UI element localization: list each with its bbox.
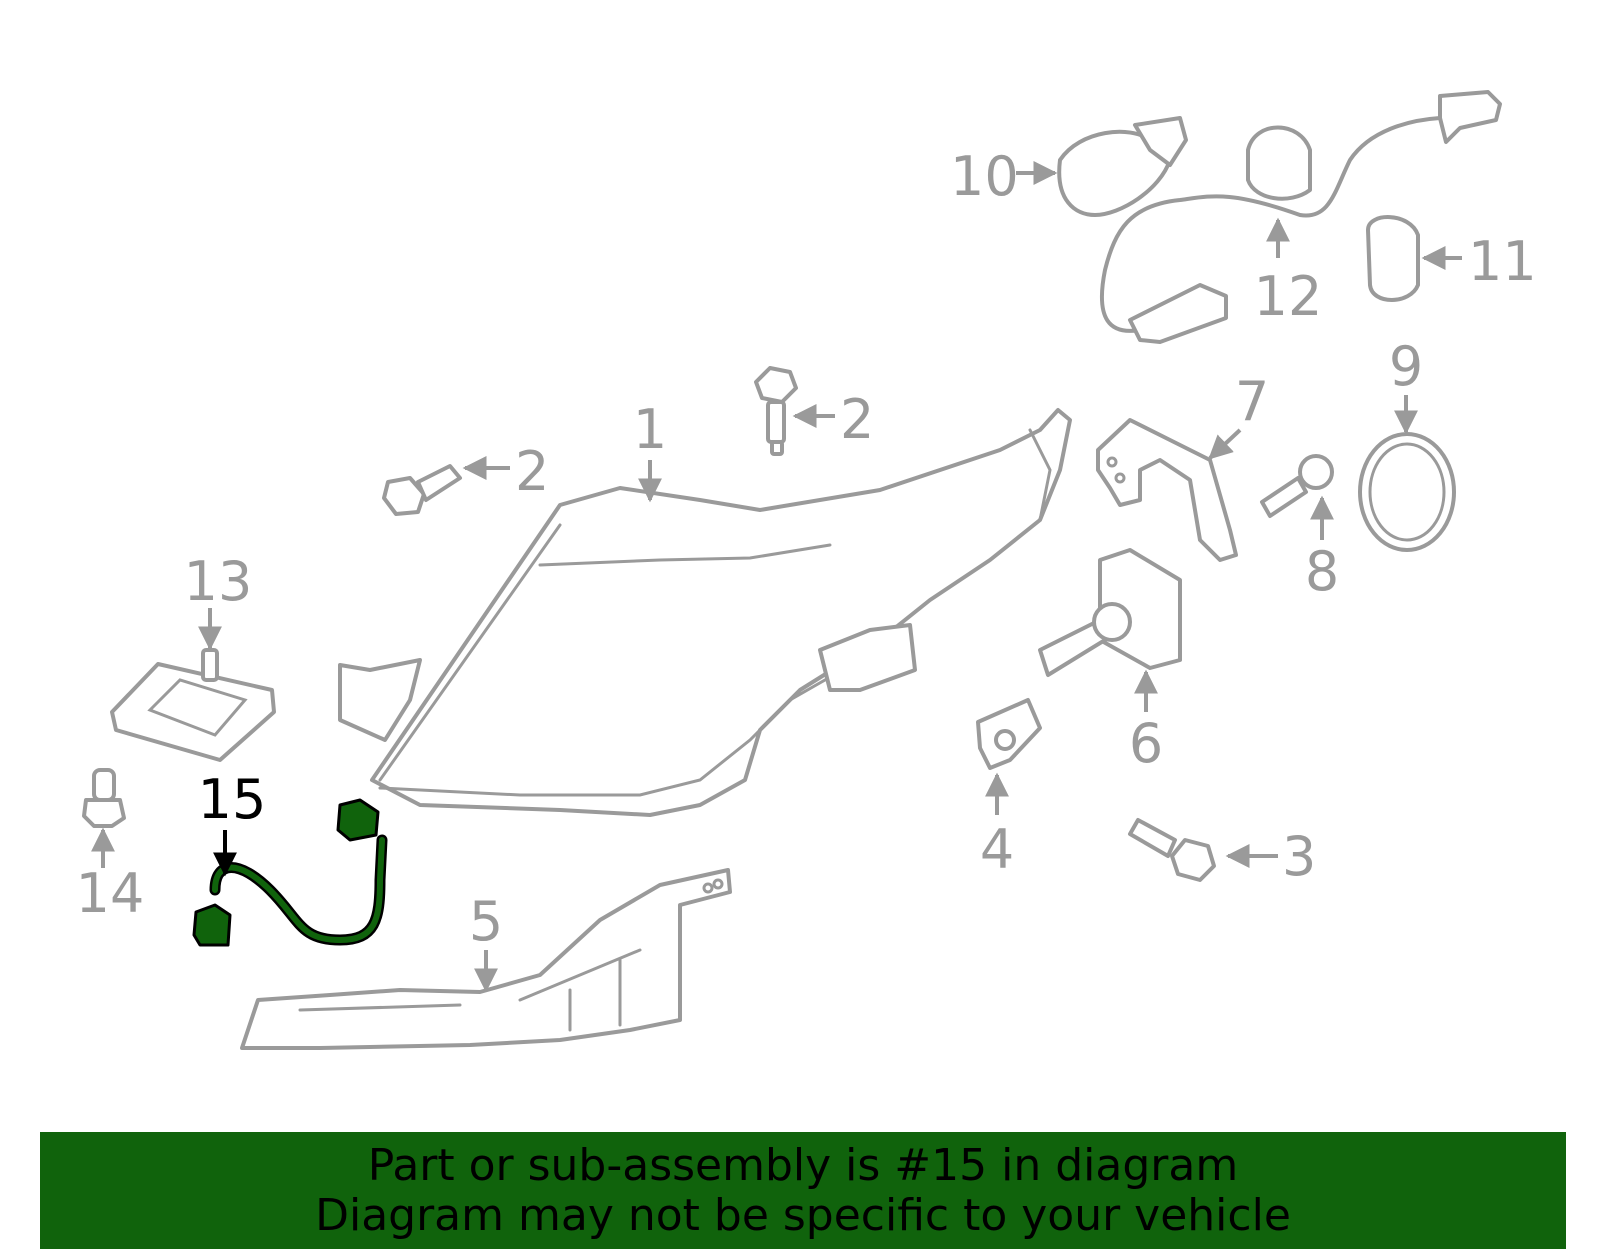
callout-12: 12 bbox=[1254, 217, 1323, 328]
callout-5-label: 5 bbox=[469, 890, 503, 953]
parts-diagram: 1 2 2 3 4 5 bbox=[76, 90, 1537, 1050]
part-9-seal-ring[interactable] bbox=[1358, 432, 1456, 552]
callout-6-label: 6 bbox=[1129, 712, 1163, 775]
callout-2a: 2 bbox=[792, 388, 874, 451]
part-5-mounting-bracket[interactable] bbox=[240, 868, 732, 1050]
callout-15-label: 15 bbox=[198, 768, 267, 831]
callout-4-label: 4 bbox=[980, 818, 1014, 881]
part-8-bolt[interactable] bbox=[1260, 454, 1334, 518]
callout-2b: 2 bbox=[462, 440, 549, 503]
callout-2b-label: 2 bbox=[515, 440, 549, 503]
callout-11-label: 11 bbox=[1468, 230, 1537, 293]
callout-11: 11 bbox=[1421, 230, 1537, 293]
callout-10-label: 10 bbox=[950, 145, 1019, 208]
callout-2a-label: 2 bbox=[840, 388, 874, 451]
callout-1: 1 bbox=[633, 398, 667, 503]
info-banner: Part or sub-assembly is #15 in diagram D… bbox=[40, 1132, 1566, 1249]
callout-14: 14 bbox=[76, 827, 145, 925]
callout-8: 8 bbox=[1305, 495, 1339, 603]
part-13-ballast-module[interactable] bbox=[110, 648, 276, 762]
callout-13-label: 13 bbox=[184, 550, 253, 613]
callout-8-label: 8 bbox=[1305, 540, 1339, 603]
callout-5: 5 bbox=[469, 890, 503, 993]
part-11-cap[interactable] bbox=[1366, 215, 1420, 302]
callout-12-label: 12 bbox=[1254, 265, 1323, 328]
callout-7-label: 7 bbox=[1235, 370, 1269, 433]
callout-3-label: 3 bbox=[1282, 825, 1316, 888]
callout-3: 3 bbox=[1225, 825, 1316, 888]
part-6-hid-bulb[interactable] bbox=[1038, 548, 1182, 677]
callout-10: 10 bbox=[950, 145, 1058, 208]
callout-14-label: 14 bbox=[76, 862, 145, 925]
banner-line-disclaimer: Diagram may not be specific to your vehi… bbox=[315, 1189, 1291, 1241]
callout-6: 6 bbox=[1129, 669, 1163, 775]
callout-4: 4 bbox=[980, 772, 1014, 881]
part-7-bracket[interactable] bbox=[1096, 418, 1238, 562]
part-12-socket-harness[interactable] bbox=[1099, 90, 1502, 344]
callout-7: 7 bbox=[1208, 370, 1269, 460]
callout-1-label: 1 bbox=[633, 398, 667, 461]
callout-9-label: 9 bbox=[1389, 335, 1423, 398]
part-1-headlamp-assembly[interactable] bbox=[338, 408, 1072, 817]
part-4-clip[interactable] bbox=[976, 698, 1042, 770]
callout-15: 15 bbox=[198, 768, 267, 877]
callout-13: 13 bbox=[184, 550, 253, 651]
part-2-bolt-side[interactable] bbox=[382, 464, 462, 516]
part-10-bulb[interactable] bbox=[1057, 116, 1188, 217]
part-14-clip[interactable] bbox=[82, 768, 126, 828]
banner-line-part-info: Part or sub-assembly is #15 in diagram bbox=[367, 1139, 1239, 1191]
part-3-bolt[interactable] bbox=[1128, 818, 1216, 882]
part-2-bolt-top[interactable] bbox=[754, 366, 798, 456]
callout-9: 9 bbox=[1389, 335, 1423, 435]
